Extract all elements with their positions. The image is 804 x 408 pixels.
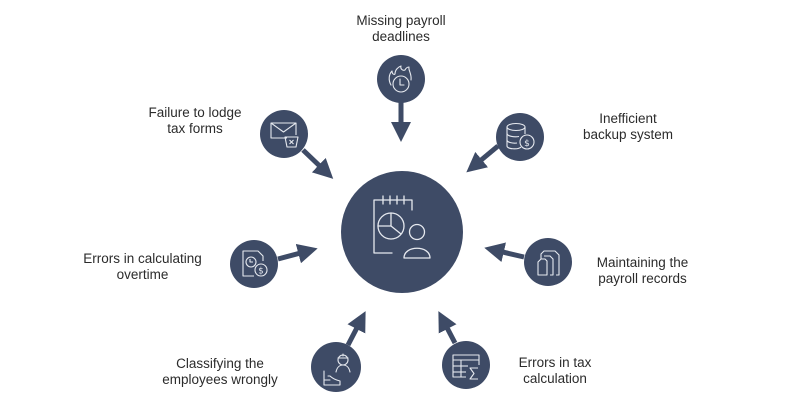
clock-fire-icon <box>388 65 412 93</box>
label-line: calculation <box>523 371 587 386</box>
label-line: Failure to lodge <box>148 105 242 120</box>
database-dollar-icon: $ <box>506 122 535 150</box>
label-line: Errors in calculating <box>83 251 202 266</box>
svg-text:$: $ <box>524 139 530 149</box>
node-errors-in-tax-calculation <box>442 341 490 389</box>
node-missing-payroll-deadlines <box>377 55 425 103</box>
label-line: overtime <box>116 267 169 282</box>
arrow-failure-to-lodge-tax-forms <box>301 148 334 179</box>
label-classifying-the-employees-wrongly: Classifying the employees wrongly <box>140 356 300 388</box>
arrow-errors-in-calculating-overtime <box>277 243 318 264</box>
center-node <box>341 171 463 293</box>
envelope-trash-icon <box>270 122 299 148</box>
label-line: backup system <box>582 127 674 142</box>
label-line: Missing payroll <box>356 13 446 28</box>
label-errors-in-tax-calculation: Errors in tax calculation <box>500 355 610 387</box>
label-inefficient-backup-system: Inefficient backup system <box>558 111 698 143</box>
label-line: Classifying the <box>176 356 264 371</box>
label-maintaining-the-payroll-records: Maintaining the payroll records <box>575 255 710 287</box>
arrow-inefficient-backup-system <box>466 144 500 173</box>
label-failure-to-lodge-tax-forms: Failure to lodge tax forms <box>130 105 260 137</box>
arrow-errors-in-tax-calculation <box>438 311 458 345</box>
svg-text:$: $ <box>258 267 263 277</box>
table-sigma-icon <box>452 354 480 380</box>
node-inefficient-backup-system: $ <box>496 113 544 161</box>
label-line: Inefficient <box>599 111 657 126</box>
label-line: Maintaining the <box>596 255 689 270</box>
arrow-classifying-the-employees-wrongly <box>345 311 366 347</box>
label-line: tax forms <box>167 121 223 136</box>
label-missing-payroll-deadlines: Missing payroll deadlines <box>331 13 471 45</box>
document-clock-dollar-icon: $ <box>242 250 268 277</box>
stacked-files-icon <box>537 250 560 276</box>
label-line: employees wrongly <box>162 372 278 387</box>
worker-shoe-icon <box>323 353 351 386</box>
node-failure-to-lodge-tax-forms <box>260 110 308 158</box>
arrow-maintaining-the-payroll-records <box>484 242 525 263</box>
label-line: payroll records <box>598 271 687 286</box>
calendar-chart-person-icon <box>373 195 431 259</box>
label-line: Errors in tax <box>518 355 592 370</box>
label-errors-in-calculating-overtime: Errors in calculating overtime <box>60 251 225 283</box>
node-errors-in-calculating-overtime: $ <box>230 240 278 288</box>
label-line: deadlines <box>372 29 430 44</box>
arrows <box>277 95 525 347</box>
node-maintaining-the-payroll-records <box>524 238 572 286</box>
node-classifying-the-employees-wrongly <box>311 342 361 392</box>
